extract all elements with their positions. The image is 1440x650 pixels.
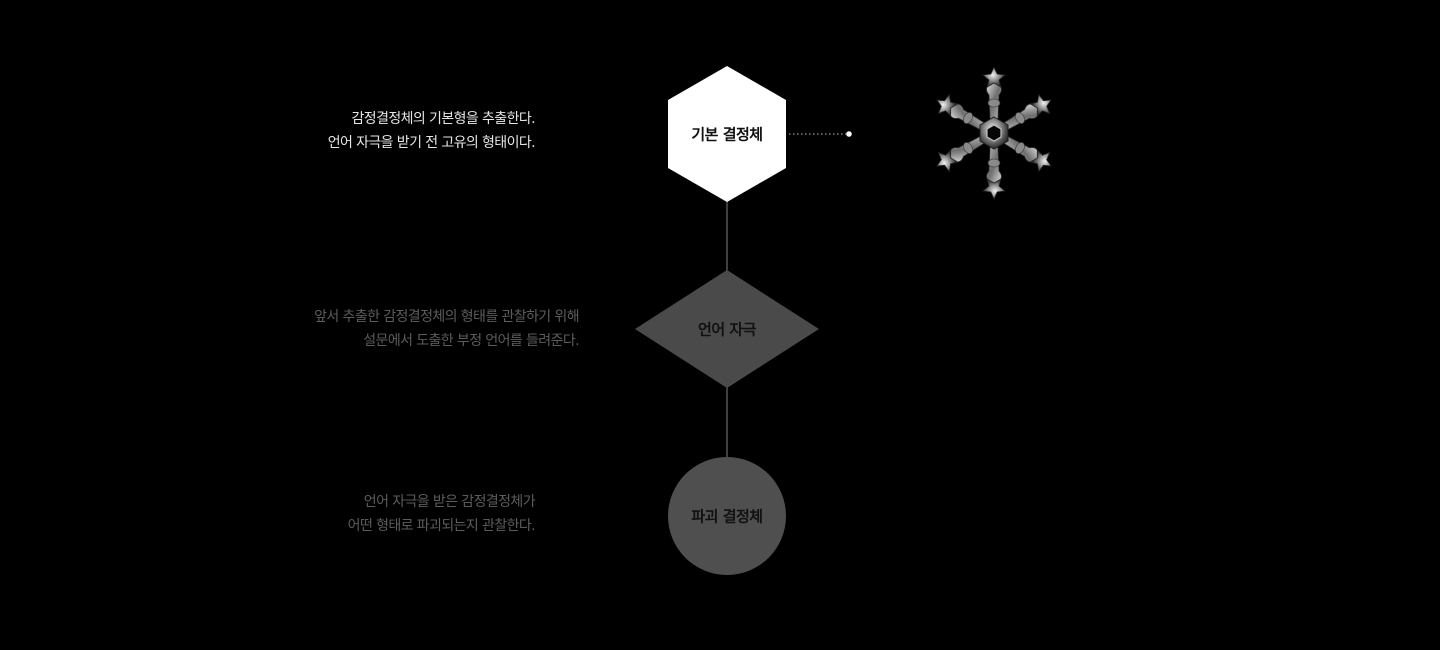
pointer-dot [846,131,852,137]
node-label-basic-crystal: 기본 결정체 [691,125,763,144]
node-label-destroyed-crystal: 파괴 결정체 [691,507,763,526]
description-basic-crystal: 감정결정체의 기본형을 추출한다. 언어 자극을 받기 전 고유의 형태이다. [327,107,536,155]
description-line: 앞서 추출한 감정결정체의 형태를 관찰하기 위해 [314,309,579,325]
description-line: 설문에서 도출한 부정 언어를 들려준다. [363,333,579,349]
description-line: 감정결정체의 기본형을 추출한다. [351,111,536,127]
description-line: 언어 자극을 받은 감정결정체가 [363,494,536,510]
description-line: 언어 자극을 받기 전 고유의 형태이다. [327,135,536,151]
description-destroyed-crystal: 언어 자극을 받은 감정결정체가 어떤 형태로 파괴되는지 관찰한다. [347,490,536,538]
description-language-stimulus: 앞서 추출한 감정결정체의 형태를 관찰하기 위해 설문에서 도출한 부정 언어… [314,305,579,353]
node-language-stimulus-diamond [635,270,819,388]
node-label-language-stimulus: 언어 자극 [698,320,756,339]
node-basic-crystal-hexagon [668,66,786,202]
snowflake-crystal-icon [930,66,1058,200]
description-line: 어떤 형태로 파괴되는지 관찰한다. [347,518,536,534]
node-destroyed-crystal-circle [668,457,786,575]
